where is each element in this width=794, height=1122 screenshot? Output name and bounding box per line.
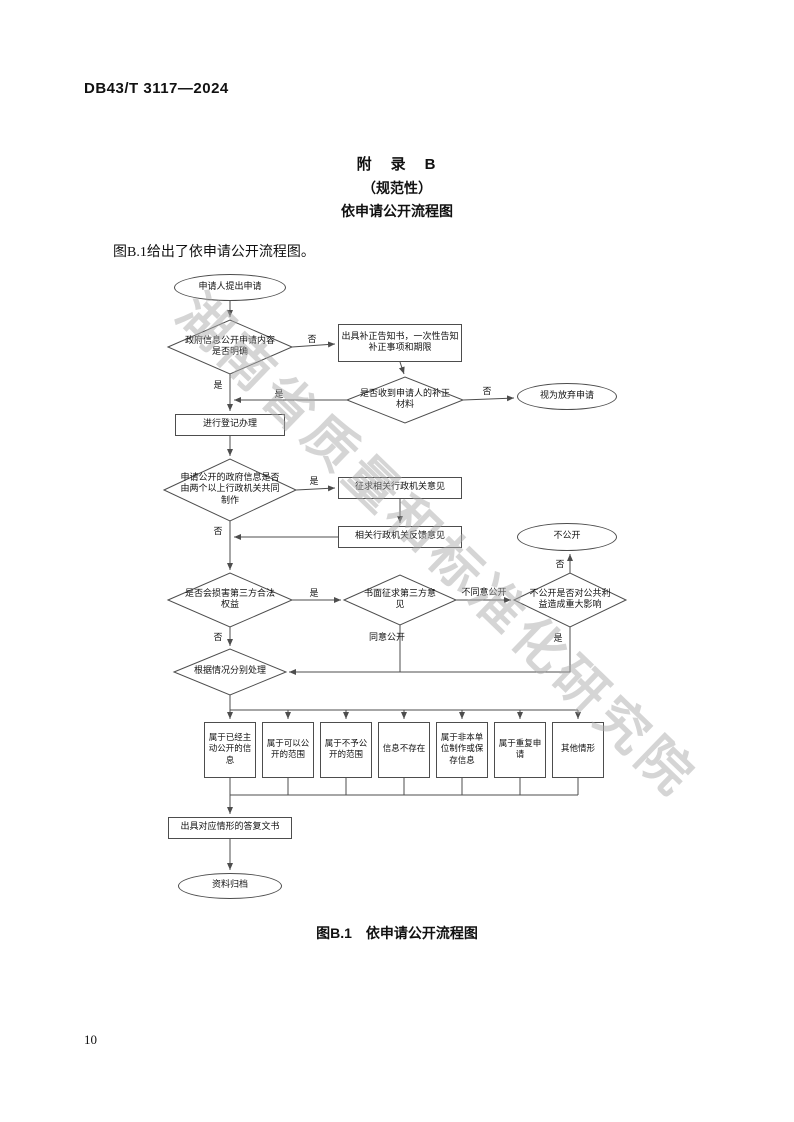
decision-content-clear-label: 政府信息公开申请内容是否明确 bbox=[184, 335, 275, 357]
edge-label-interest-yes: 是 bbox=[553, 634, 563, 644]
appendix-title: 附 录 B bbox=[356, 156, 438, 173]
edge-label-received-no: 否 bbox=[482, 387, 492, 397]
decision-received-correction-label: 是否收到申请人的补正材料 bbox=[359, 388, 450, 410]
start-node: 申请人提出申请 bbox=[174, 274, 286, 301]
edge-label-clear-no: 否 bbox=[307, 335, 317, 345]
case-not-disclose-box: 属于不予公开的范围 bbox=[320, 722, 372, 778]
edge-label-interest-no: 否 bbox=[555, 560, 565, 570]
case-proactively-disclosed-box: 属于已经主动公开的信息 bbox=[204, 722, 256, 778]
edge-label-joint-yes: 是 bbox=[309, 477, 319, 487]
correction-notice-box: 出具补正告知书，一次性告知补正事项和期限 bbox=[338, 324, 462, 362]
case-can-disclose-box: 属于可以公开的范围 bbox=[262, 722, 314, 778]
edge-label-written-agree: 同意公开 bbox=[368, 633, 405, 643]
decision-third-party-harm-label: 是否会损害第三方合法权益 bbox=[184, 588, 275, 610]
edge-label-harm-yes: 是 bbox=[309, 589, 319, 599]
page-number: 10 bbox=[84, 1032, 97, 1047]
case-info-not-exist-box: 信息不存在 bbox=[378, 722, 430, 778]
edge-label-written-disagree: 不同意公开 bbox=[461, 588, 507, 598]
edge-label-clear-yes: 是 bbox=[213, 381, 223, 391]
decision-written-opinion-label: 书面征求第三方意见 bbox=[363, 588, 436, 610]
abandon-application-node: 视为放弃申请 bbox=[517, 383, 617, 410]
intro-paragraph: 图B.1给出了依申请公开流程图。 bbox=[113, 245, 315, 260]
edge-label-joint-no: 否 bbox=[213, 527, 223, 537]
figure-caption: 图B.1 依申请公开流程图 bbox=[316, 925, 478, 941]
solicit-opinion-box: 征求相关行政机关意见 bbox=[338, 477, 462, 499]
register-box: 进行登记办理 bbox=[175, 414, 285, 436]
edge-label-harm-no: 否 bbox=[213, 633, 223, 643]
reply-document-box: 出具对应情形的答复文书 bbox=[168, 817, 292, 839]
appendix-subtitle: （规范性） bbox=[362, 180, 432, 196]
edge-label-received-yes: 是 bbox=[274, 390, 284, 400]
case-repeated-application-box: 属于重复申请 bbox=[494, 722, 546, 778]
decision-public-interest-label: 不公开是否对公共利益造成重大影响 bbox=[529, 588, 611, 610]
case-other-circumstances-box: 其他情形 bbox=[552, 722, 604, 778]
appendix-heading: 依申请公开流程图 bbox=[341, 203, 453, 219]
standard-number-header: DB43/T 3117—2024 bbox=[84, 80, 229, 97]
case-not-this-unit-box: 属于非本单位制作或保存信息 bbox=[436, 722, 488, 778]
feedback-opinion-box: 相关行政机关反馈意见 bbox=[338, 526, 462, 548]
archive-node: 资料归档 bbox=[178, 873, 282, 899]
decision-handle-separately-label: 根据情况分别处理 bbox=[193, 666, 266, 677]
decision-joint-production-label: 申请公开的政府信息是否由两个以上行政机关共同制作 bbox=[180, 473, 280, 506]
no-disclosure-node: 不公开 bbox=[517, 523, 617, 551]
